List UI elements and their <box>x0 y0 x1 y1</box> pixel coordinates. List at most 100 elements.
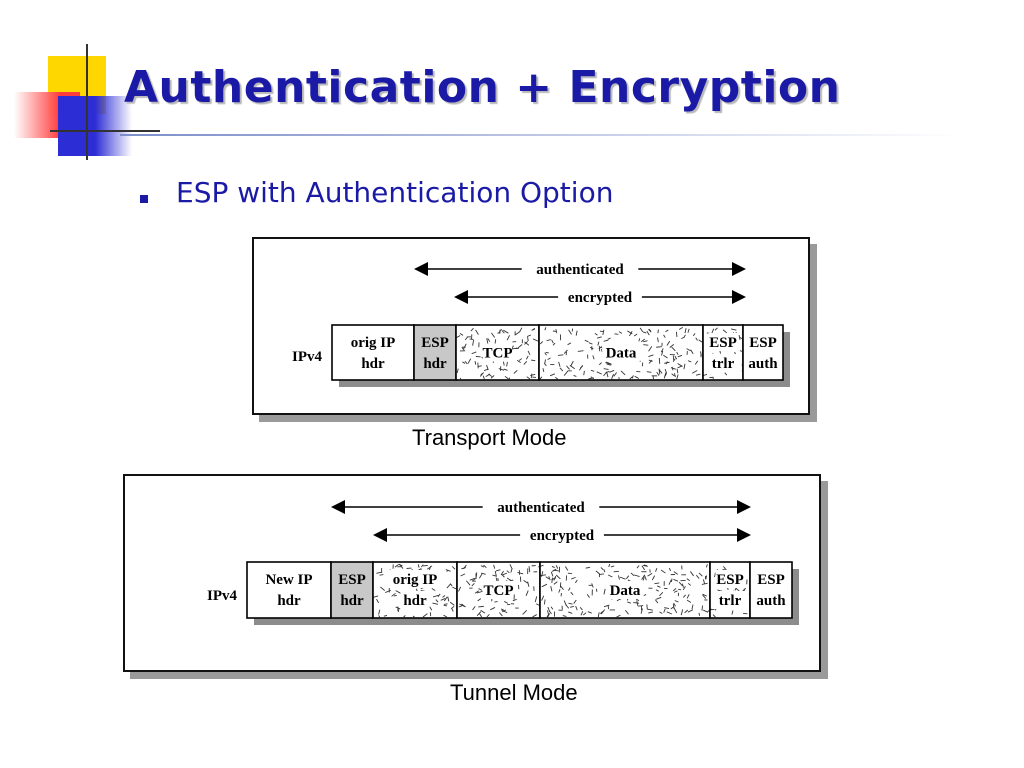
speckle-mark <box>673 571 678 575</box>
speckle-mark <box>493 564 496 569</box>
speckle-mark <box>687 609 694 613</box>
packet-field-label: TCP <box>484 583 514 599</box>
speckle-mark <box>478 588 483 591</box>
speckle-mark <box>495 577 498 582</box>
speckle-mark <box>587 611 592 614</box>
speckle-mark <box>625 575 630 580</box>
speckle-mark <box>600 567 604 570</box>
speckle-mark <box>684 609 689 614</box>
speckle-mark <box>540 574 547 577</box>
speckle-mark <box>588 377 594 380</box>
speckle-mark <box>573 374 577 377</box>
speckle-mark <box>712 614 716 618</box>
speckle-mark <box>677 354 683 358</box>
speckle-mark <box>488 373 493 377</box>
speckle-mark <box>510 568 513 573</box>
speckle-mark <box>665 329 669 333</box>
speckle-mark <box>518 358 523 361</box>
speckle-mark <box>684 328 687 334</box>
speckle-mark <box>635 598 640 602</box>
speckle-mark <box>663 334 666 338</box>
speckle-mark <box>603 339 609 342</box>
speckle-mark <box>380 586 386 591</box>
speckle-mark <box>714 327 718 331</box>
transport-mode-caption: Transport Mode <box>412 425 567 450</box>
speckle-mark <box>555 565 559 569</box>
speckle-mark <box>601 349 603 353</box>
speckle-mark <box>432 602 439 605</box>
speckle-mark <box>687 582 691 586</box>
speckle-mark <box>541 571 544 577</box>
speckle-mark <box>459 603 465 607</box>
speckle-mark <box>591 583 594 588</box>
speckle-mark <box>527 334 531 337</box>
speckle-mark <box>458 586 462 592</box>
speckle-mark <box>672 358 676 362</box>
speckle-mark <box>559 367 564 372</box>
packet-field-label: auth <box>748 356 778 372</box>
speckle-mark <box>671 366 674 371</box>
speckle-mark <box>657 337 659 343</box>
speckle-mark <box>412 615 415 618</box>
speckle-mark <box>654 599 659 604</box>
speckle-mark <box>682 586 686 591</box>
speckle-mark <box>583 370 585 376</box>
speckle-mark <box>620 370 626 376</box>
speckle-mark <box>590 369 595 372</box>
speckle-mark <box>609 369 615 373</box>
speckle-mark <box>659 592 664 597</box>
speckle-mark <box>568 329 572 335</box>
speckle-mark <box>532 338 539 342</box>
speckle-mark <box>580 610 584 616</box>
packet-field-label: trlr <box>719 593 742 609</box>
speckle-mark <box>477 598 482 602</box>
speckle-mark <box>703 609 709 613</box>
speckle-mark <box>543 599 546 605</box>
speckle-mark <box>558 589 561 593</box>
speckle-mark <box>652 375 655 380</box>
speckle-mark <box>478 605 484 608</box>
speckle-mark <box>460 573 466 577</box>
left-arrowhead-icon <box>414 262 428 276</box>
speckle-mark <box>376 598 379 604</box>
speckle-mark <box>618 331 623 334</box>
speckle-mark <box>599 611 604 614</box>
slide-title: Authentication + Encryption <box>124 62 841 113</box>
speckle-mark <box>420 564 424 568</box>
packet-field-label: hdr <box>277 593 301 609</box>
speckle-mark <box>383 615 388 617</box>
speckle-mark <box>668 579 672 585</box>
speckle-mark <box>664 607 670 610</box>
field-label-bg <box>708 333 738 351</box>
speckle-mark <box>648 611 653 614</box>
speckle-mark <box>502 572 508 576</box>
right-arrowhead-icon <box>737 500 751 514</box>
speckle-mark <box>648 354 654 358</box>
speckle-mark <box>636 565 640 569</box>
speckle-mark <box>631 375 634 379</box>
speckle-mark <box>551 577 553 584</box>
packet-field-label: New IP <box>265 572 312 588</box>
speckle-mark <box>562 615 567 617</box>
packet-field-bg <box>247 562 331 618</box>
speckle-mark <box>555 574 561 580</box>
speckle-mark <box>574 579 578 584</box>
left-arrowhead-icon <box>331 500 345 514</box>
speckle-mark <box>602 329 605 336</box>
speckle-mark <box>527 336 529 342</box>
speckle-mark <box>547 357 551 361</box>
speckle-mark <box>681 336 685 340</box>
speckle-mark <box>474 590 480 594</box>
speckle-mark <box>552 342 556 346</box>
speckle-mark <box>479 373 483 377</box>
speckle-mark <box>739 350 743 352</box>
speckle-mark <box>597 341 600 346</box>
speckle-mark <box>480 609 486 614</box>
speckle-mark <box>659 611 663 614</box>
speckle-mark <box>427 565 433 570</box>
speckle-mark <box>523 579 528 584</box>
speckle-mark <box>633 602 640 604</box>
speckle-mark <box>522 610 528 615</box>
speckle-mark <box>423 565 428 567</box>
speckle-mark <box>671 578 673 582</box>
